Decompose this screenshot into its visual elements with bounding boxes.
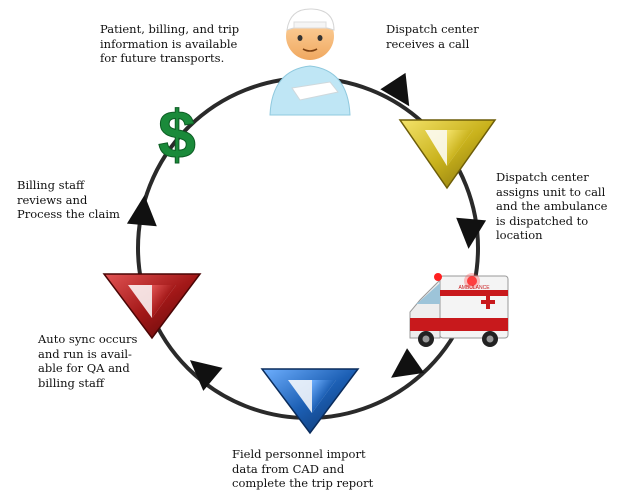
arrow-right-icon [456, 217, 487, 249]
arrow-bottom-left-icon [189, 360, 223, 391]
ambulance-sign-text: AMBULANCE [458, 285, 490, 291]
cycle-arrows [126, 72, 487, 391]
step-label-dispatch-receives: Dispatch center receives a call [386, 22, 479, 51]
step-label-dispatch-assigns: Dispatch center assigns unit to call and… [496, 170, 608, 242]
step-label-field-import: Field personnel import data from CAD and… [232, 447, 374, 490]
ambulance-icon [409, 273, 509, 347]
step-label-billing-review: Billing staff reviews and Process the cl… [17, 178, 120, 221]
step-label-patient-info: Patient, billing, and trip information i… [100, 22, 240, 65]
step-label-auto-sync: Auto sync occurs and run is avail- able … [38, 332, 138, 390]
arrow-top-right-icon [380, 72, 410, 107]
arrow-bottom-right-icon [391, 348, 425, 378]
arrow-left-icon [126, 195, 157, 227]
dollar-sign-icon: $ [158, 97, 196, 173]
patient-icon [269, 8, 351, 116]
red-logo-icon [102, 273, 202, 340]
blue-logo-icon [260, 368, 360, 435]
gold-logo-icon [398, 119, 497, 190]
